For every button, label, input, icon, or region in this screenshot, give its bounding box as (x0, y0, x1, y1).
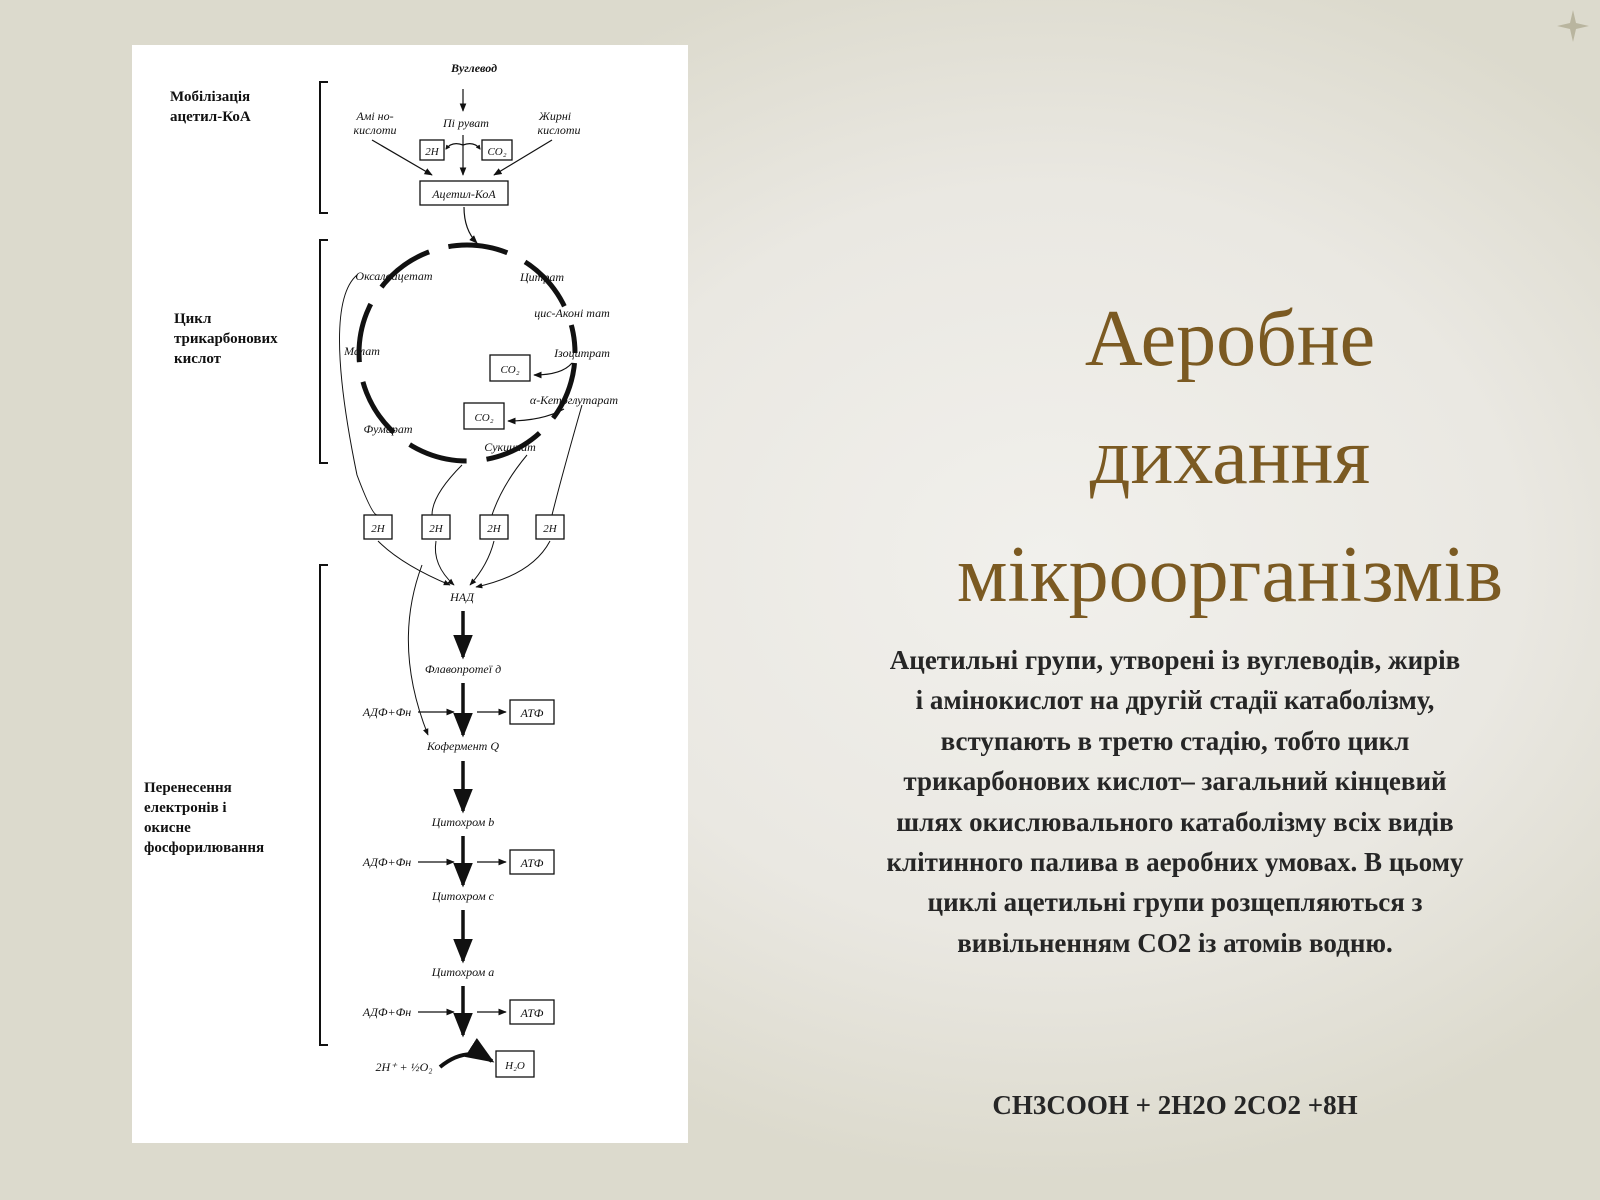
section-mobilization: Мобілізація ацетил-КоА (170, 89, 251, 125)
oxaloacetate-label: Оксалоацетат (355, 269, 432, 283)
h2c-label: 2Н (487, 523, 502, 535)
title-line-3: мікроорганізмів (956, 531, 1504, 619)
title-line-2: дихання (1089, 413, 1371, 501)
section-transport: Перенесення електронів і окисне фосфорил… (144, 780, 265, 856)
fatty-label: Жирні (538, 109, 571, 123)
title-line-1: Аеробне (1084, 295, 1376, 383)
nad-label: НАД (449, 590, 475, 604)
atp3-label: АТФ (520, 1006, 544, 1020)
cytb-label: Цитохром b (431, 815, 495, 829)
coq-label: Кофермент Q (426, 739, 499, 753)
body-paragraph: Ацетильні групи, утворені із вуглеводів,… (886, 645, 1464, 958)
malate-label: Малат (343, 344, 380, 358)
carb-label: Вуглевод (450, 61, 497, 75)
h2d-label: 2Н (543, 523, 558, 535)
amino-label-2: кислоти (354, 123, 397, 137)
isocitrate-label: Ізоцитрат (553, 346, 610, 360)
cyta-label: Цитохром а (431, 965, 495, 979)
reaction-formula: CH3COOH + 2H2O 2CO2 +8H (992, 1090, 1358, 1120)
ketoglutarate-label: α-Кетоглутарат (530, 393, 619, 407)
bracket-mobilization (319, 81, 328, 214)
atp2-label: АТФ (520, 856, 544, 870)
flavo-label: Флавопротеї д (425, 662, 501, 676)
succinate-label: Сукцинат (484, 440, 536, 454)
co2a-label: СО₂ (500, 364, 519, 376)
cytc-label: Цитохром с (431, 889, 495, 903)
o2-label: 2Н⁺ + ½О₂ (376, 1060, 433, 1074)
adp3-label: АДФ+Фн (362, 1005, 412, 1019)
h2o-label: Н₂О (504, 1060, 525, 1072)
co2b-label: СО₂ (474, 412, 493, 424)
co2-mob-label: СО₂ (487, 146, 506, 158)
h2-mob-label: 2Н (425, 146, 440, 158)
section-tca: Цикл трикарбонових кислот (174, 311, 278, 367)
fatty-label-2: кислоти (538, 123, 581, 137)
h2a-label: 2Н (371, 523, 386, 535)
sparkle-icon (1557, 10, 1589, 42)
acetyl-label: Ацетил-КоА (431, 187, 496, 201)
bracket-transport (319, 564, 328, 1046)
atp1-label: АТФ (520, 706, 544, 720)
fumarate-label: Фумарат (363, 422, 412, 436)
adp1-label: АДФ+Фн (362, 705, 412, 719)
adp2-label: АДФ+Фн (362, 855, 412, 869)
diagram-canvas: Вуглевод Амі но- кислоти Пі руват Жирні … (319, 61, 619, 1078)
metabolism-diagram: Вуглевод Амі но- кислоти Пі руват Жирні … (132, 45, 688, 1143)
slide-title: Аеробне дихання мікроорганізмів (880, 280, 1580, 634)
cisaconitate-label: цис-Аконі тат (534, 306, 610, 320)
bracket-tca (319, 239, 328, 464)
pyruvate-label: Пі руват (442, 116, 489, 130)
amino-label: Амі но- (355, 109, 393, 123)
h2b-label: 2Н (429, 523, 444, 535)
citrate-label: Цитрат (519, 270, 564, 284)
